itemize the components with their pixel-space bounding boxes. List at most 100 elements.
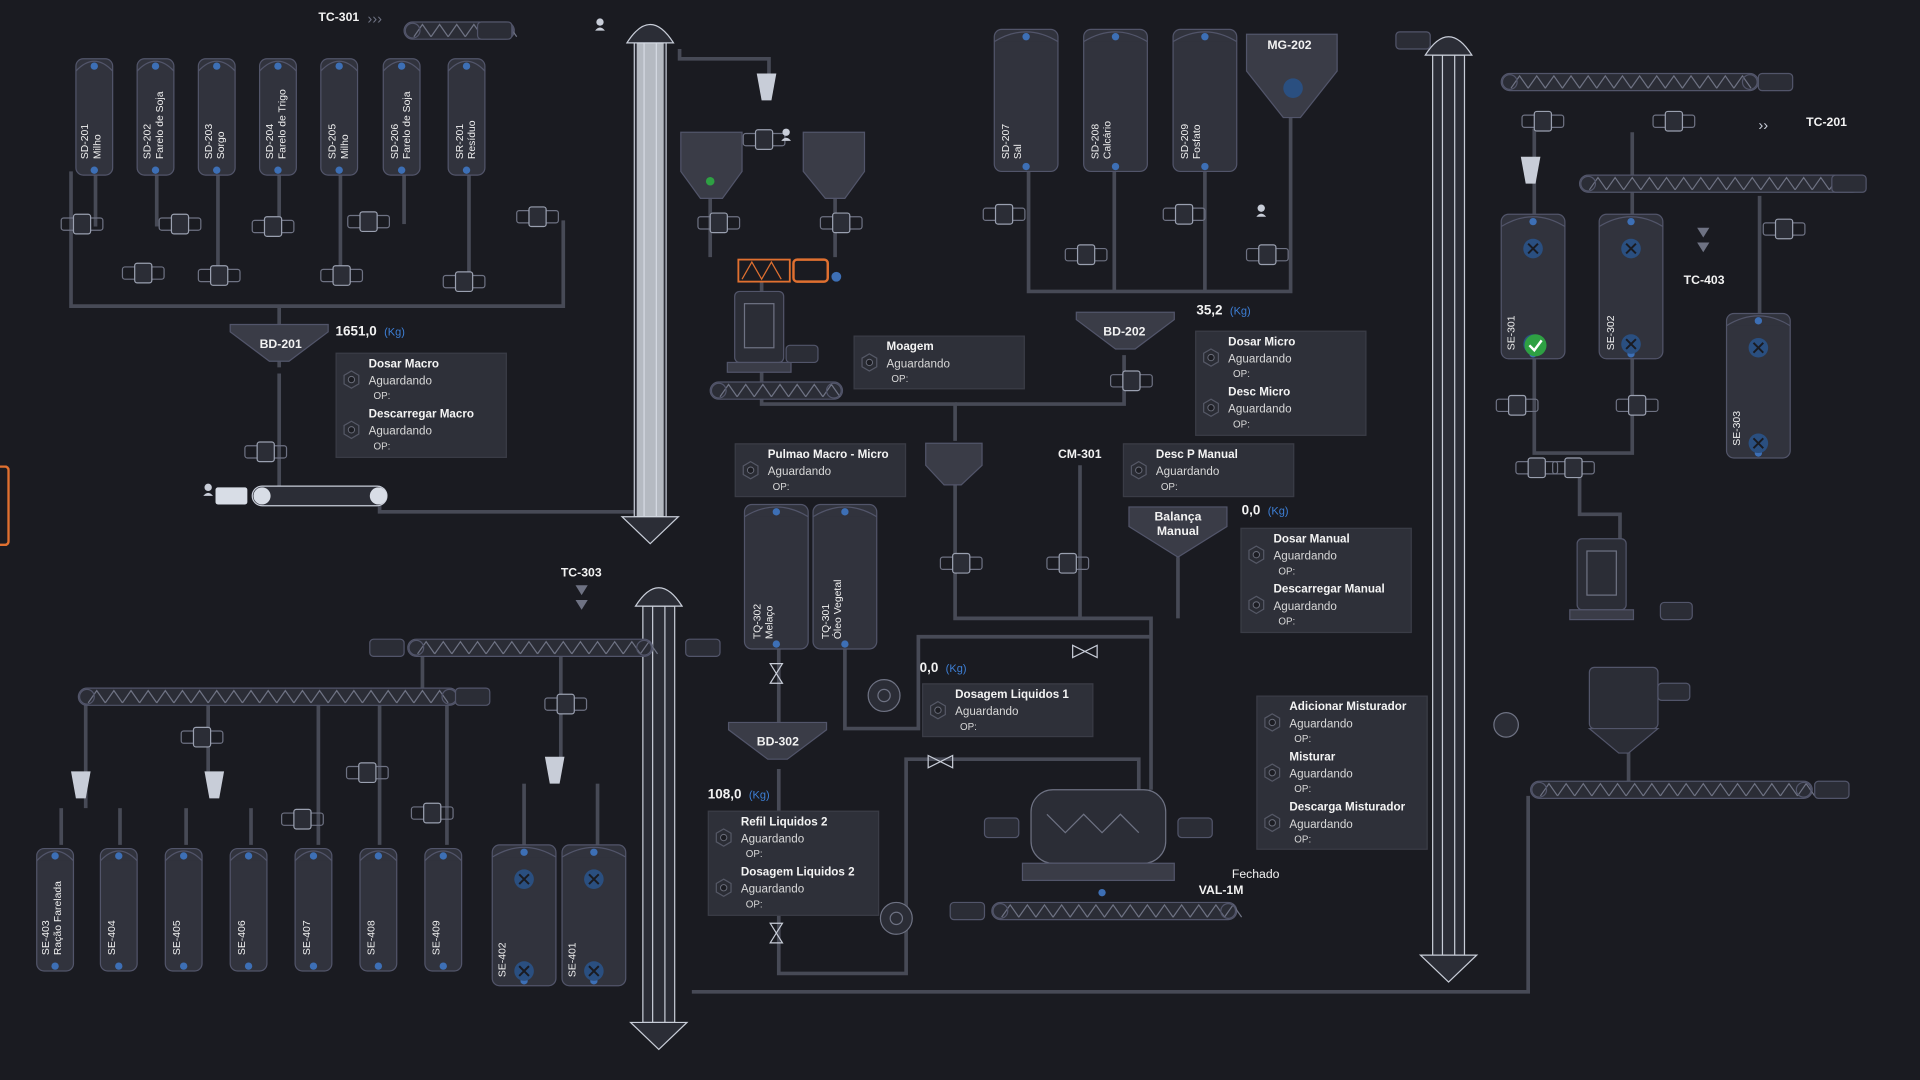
mixer-val1m	[1021, 789, 1175, 882]
screw-mixer-out	[991, 901, 1243, 921]
step-op: OP:	[772, 481, 790, 493]
mill-1	[726, 290, 792, 373]
step-op: OP:	[1160, 481, 1178, 493]
bd202-weight: 35,2(Kg)	[1196, 304, 1250, 319]
step-status-icon	[343, 420, 360, 439]
pipe-to-mixer	[953, 483, 1153, 790]
hopper-mill-1	[680, 131, 743, 199]
flow-arrow-icon	[1697, 227, 1710, 253]
operator-icon	[782, 128, 790, 136]
slide-gate-valve	[1521, 110, 1565, 132]
fan-icon	[1493, 712, 1519, 738]
pipe-liquid2	[776, 757, 1141, 976]
step-status: Aguardando	[1228, 402, 1292, 417]
slide-gate-valve	[1762, 218, 1806, 240]
step-title: Adicionar Misturador	[1289, 700, 1407, 714]
pump-icon	[879, 901, 913, 935]
sensor-icon	[1022, 33, 1030, 41]
slide-gate-valve	[281, 808, 324, 830]
step-status: Aguardando	[1228, 352, 1292, 367]
screw-bottom	[77, 687, 459, 706]
sensor-icon	[51, 852, 59, 860]
slide-gate-valve	[158, 213, 202, 235]
liquidos1-weight-value: 0,0	[919, 661, 939, 676]
sensor-icon	[213, 166, 221, 174]
tc403-label: TC-403	[1683, 274, 1725, 288]
side-panel-tab[interactable]	[0, 465, 10, 547]
step-op: OP:	[1233, 418, 1250, 430]
step-status: Aguardando	[740, 832, 805, 847]
sensor-icon	[244, 852, 253, 860]
hopper-pulmao	[925, 442, 983, 486]
step-status-icon	[742, 461, 759, 480]
silo-se-bottom-2	[164, 847, 203, 972]
silo-label-se404: SE-404	[105, 920, 118, 956]
hopper-bd302	[727, 721, 828, 760]
sensor-icon	[244, 962, 253, 970]
step-op: OP:	[1294, 783, 1312, 795]
check-ok-icon	[1524, 334, 1547, 357]
silo-se-bottom-0	[36, 847, 75, 972]
tc303-label: TC-303	[560, 566, 602, 581]
silo-sd209	[1172, 28, 1238, 173]
bd202-weight-unit: (Kg)	[1229, 304, 1251, 318]
silo-se-bottom-1	[99, 847, 138, 972]
sensor-icon	[274, 166, 282, 174]
step-status: Aguardando	[1289, 717, 1353, 732]
silo-se402	[491, 844, 557, 987]
sensor-icon	[335, 166, 343, 174]
tank-tq301	[812, 503, 878, 650]
step-title: Dosar Manual	[1273, 532, 1350, 547]
silo-sd-6	[447, 58, 486, 176]
slide-gate-valve	[347, 211, 391, 233]
bd302-label: BD-302	[756, 735, 799, 750]
sensor-icon	[462, 166, 471, 174]
liquid-valve-icon	[1072, 644, 1098, 659]
slide-gate-valve	[1245, 244, 1289, 266]
step-title: Desc Micro	[1228, 385, 1291, 400]
sensor-icon	[1754, 317, 1763, 325]
step-status-icon	[1264, 813, 1281, 833]
step-status-icon	[1264, 763, 1281, 782]
silo-label-se405: SE-405	[170, 920, 183, 956]
silo-se-bottom-4	[294, 847, 333, 972]
slide-gate-valve	[251, 216, 295, 237]
slide-gate-valve	[180, 726, 224, 748]
balanca-weight: 0,0(Kg)	[1242, 503, 1289, 518]
diverter-chute	[1520, 156, 1541, 184]
val1m-state: Fechado	[1231, 868, 1280, 882]
step-title: Desc P Manual	[1155, 448, 1238, 462]
sensor-icon	[1529, 217, 1537, 226]
slide-gate-valve	[1552, 457, 1595, 479]
silo-sd-1	[136, 58, 175, 176]
bd201-weight-unit: (Kg)	[384, 325, 405, 338]
pipe-macro-collector	[69, 171, 566, 308]
sensor-icon	[590, 848, 598, 856]
slide-gate-valve	[1046, 552, 1090, 574]
bd201-weight-value: 1651,0	[335, 324, 377, 340]
slide-gate-valve	[345, 762, 389, 784]
slide-gate-valve	[1495, 394, 1539, 416]
pump-icon	[867, 678, 901, 713]
